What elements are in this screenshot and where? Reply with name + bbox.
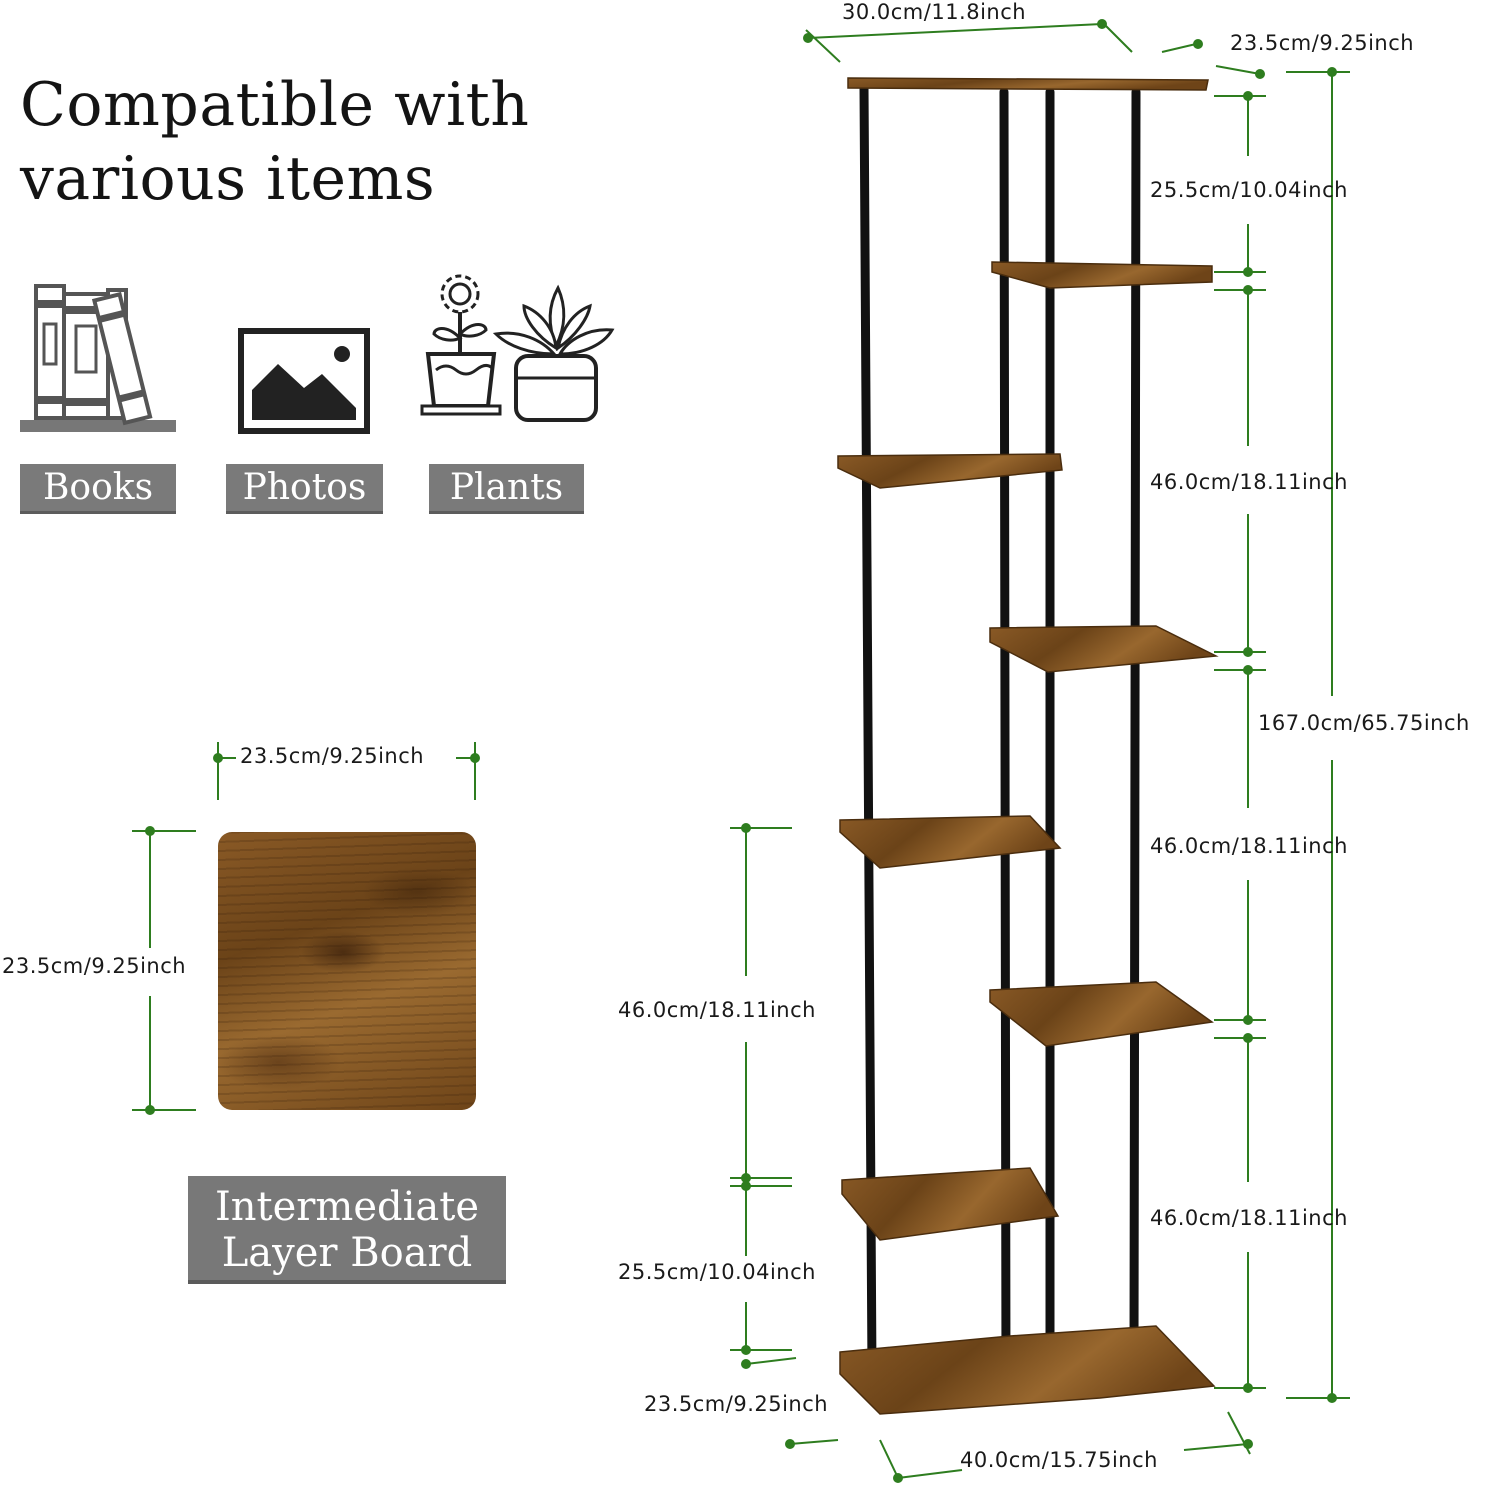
board-height-label: 23.5cm/9.25inch xyxy=(2,954,187,978)
total-height-label: 167.0cm/65.75inch xyxy=(1258,711,1470,735)
left-gap-upper-label: 46.0cm/18.11inch xyxy=(618,998,816,1022)
category-label-photos: Photos xyxy=(226,464,383,514)
headline: Compatible with various items xyxy=(20,70,530,214)
gap-top-label: 25.5cm/10.04inch xyxy=(1150,178,1348,202)
left-gap-lower-label: 25.5cm/10.04inch xyxy=(618,1260,816,1284)
base-width-label: 40.0cm/15.75inch xyxy=(960,1448,1158,1472)
top-depth-label: 23.5cm/9.25inch xyxy=(1230,31,1415,55)
board-width-label: 23.5cm/9.25inch xyxy=(240,744,425,768)
books-icon xyxy=(20,284,176,432)
gap-2-label: 46.0cm/18.11inch xyxy=(1150,470,1348,494)
top-width-label: 30.0cm/11.8inch xyxy=(842,0,1027,24)
plants-icon xyxy=(420,274,615,422)
base-depth-label: 23.5cm/9.25inch xyxy=(644,1392,829,1416)
gap-3-label: 46.0cm/18.11inch xyxy=(1150,834,1348,858)
category-label-plants: Plants xyxy=(429,464,584,514)
gap-4-label: 46.0cm/18.11inch xyxy=(1150,1206,1348,1230)
board-sample-image xyxy=(218,832,476,1110)
category-label-books: Books xyxy=(20,464,176,514)
photo-icon xyxy=(238,328,370,434)
layer-board-label: Intermediate Layer Board xyxy=(188,1176,506,1284)
